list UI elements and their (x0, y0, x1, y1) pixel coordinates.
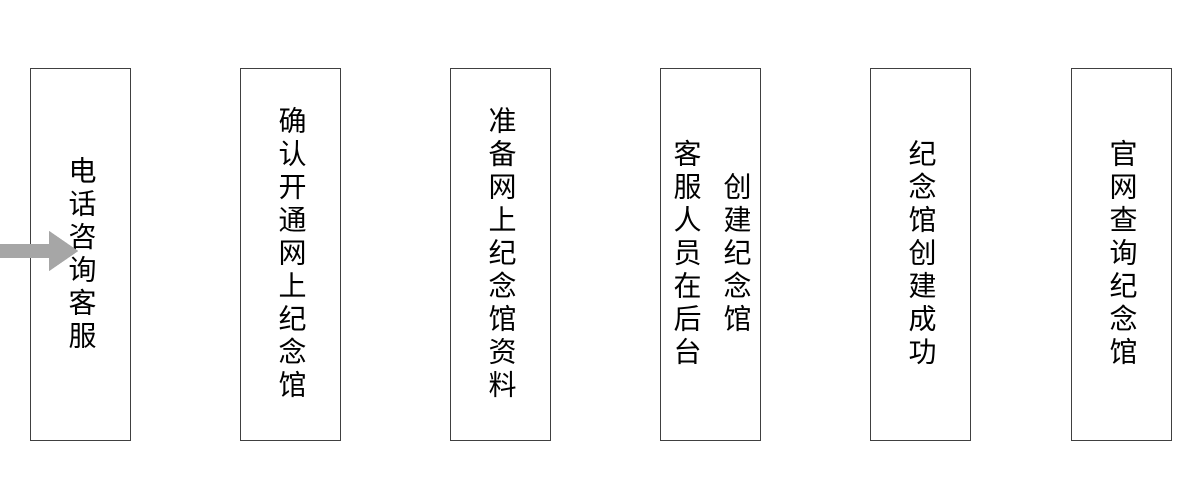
step-box-staff-create: 客服人员在后台 创建纪念馆 (660, 68, 761, 441)
step-label: 准备网上纪念馆资料 (485, 106, 517, 403)
step-label: 确认开通网上纪念馆 (275, 106, 307, 403)
step-box-create-success: 纪念馆创建成功 (870, 68, 971, 441)
step-box-site-lookup: 官网查询纪念馆 (1071, 68, 1172, 441)
step-box-prepare-materials: 准备网上纪念馆资料 (450, 68, 551, 441)
step-label: 纪念馆创建成功 (905, 139, 937, 370)
step-box-confirm-open: 确认开通网上纪念馆 (240, 68, 341, 441)
step-label: 官网查询纪念馆 (1106, 139, 1138, 370)
right-arrow-icon (0, 231, 78, 271)
step-label: 客服人员在后台 创建纪念馆 (670, 139, 752, 370)
